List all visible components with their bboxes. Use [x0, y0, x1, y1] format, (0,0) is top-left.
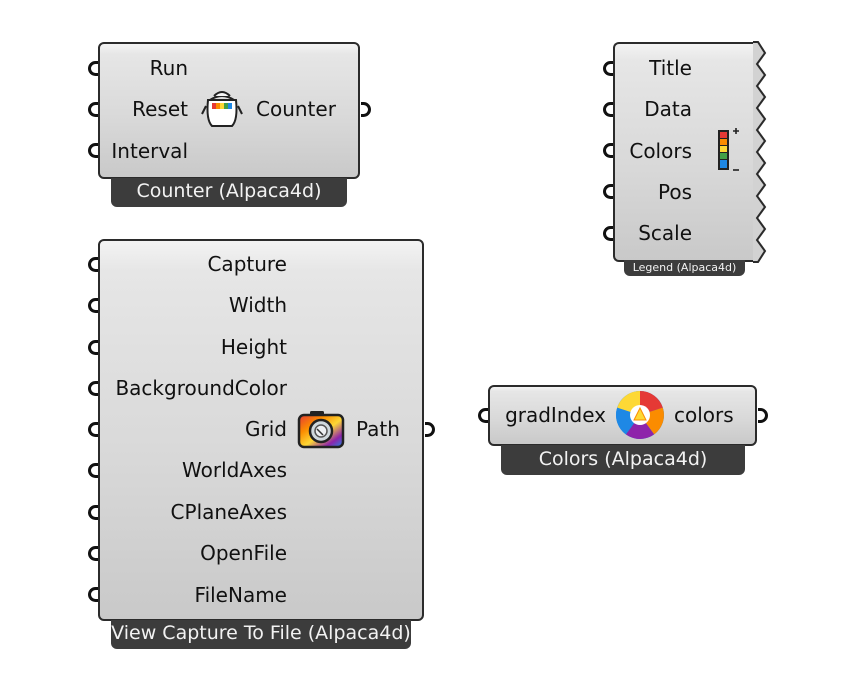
view-capture-input-grip-filename[interactable] [88, 587, 98, 602]
view-capture-input-height: Height [220, 335, 287, 359]
view-capture-output-path: Path [356, 417, 400, 441]
view-capture-input-width: Width [228, 293, 287, 317]
legend-input-scale: Scale [638, 221, 692, 245]
view-capture-input-grip-cplaneaxes[interactable] [88, 505, 98, 520]
counter-label: Counter (Alpaca4d) [111, 178, 347, 207]
view-capture-input-grip-capture[interactable] [88, 257, 98, 272]
view-capture-input-filename: FileName [194, 583, 287, 607]
legend-input-grip-data[interactable] [603, 102, 613, 117]
counter-input-grip-run[interactable] [88, 61, 98, 76]
view-capture-output-grip-path[interactable] [425, 422, 435, 437]
legend-jagged-edge [753, 41, 767, 263]
legend-input-pos: Pos [657, 180, 692, 204]
view-capture-input-backgroundcolor: BackgroundColor [115, 376, 287, 400]
legend-input-data: Data [644, 97, 692, 121]
legend-input-grip-colors[interactable] [603, 143, 613, 158]
color-wheel-icon [616, 391, 664, 439]
view-capture-input-grip-grid[interactable] [88, 422, 98, 437]
view-capture-input-grid: Grid [245, 417, 287, 441]
colors-output-colors: colors [674, 403, 734, 427]
counter-input-run: Run [149, 56, 188, 80]
view-capture-input-openfile: OpenFile [200, 541, 287, 565]
view-capture-body[interactable] [98, 239, 424, 621]
view-capture-input-grip-openfile[interactable] [88, 546, 98, 561]
legend-input-grip-pos[interactable] [603, 184, 613, 199]
view-capture-input-grip-worldaxes[interactable] [88, 463, 98, 478]
legend-input-colors: Colors [629, 139, 692, 163]
legend-body[interactable] [613, 42, 756, 262]
legend-input-grip-title[interactable] [603, 61, 613, 76]
counter-input-reset: Reset [132, 97, 188, 121]
colors-output-grip-colors[interactable] [758, 408, 768, 423]
view-capture-input-cplaneaxes: CPlaneAxes [170, 500, 287, 524]
color-legend-icon [718, 128, 739, 171]
camera-icon [297, 411, 345, 449]
view-capture-input-grip-backgroundcolor[interactable] [88, 381, 98, 396]
counter-input-grip-reset[interactable] [88, 102, 98, 117]
colors-input-grip-gradindex[interactable] [478, 408, 488, 423]
legend-input-grip-scale[interactable] [603, 226, 613, 241]
legend-input-title: Title [649, 56, 692, 80]
view-capture-input-worldaxes: WorldAxes [182, 458, 287, 482]
view-capture-label: View Capture To File (Alpaca4d) [111, 620, 411, 649]
view-capture-input-capture: Capture [207, 252, 287, 276]
colors-input-gradindex: gradIndex [505, 403, 606, 427]
counter-input-grip-interval[interactable] [88, 143, 98, 158]
counter-icon [201, 91, 243, 127]
legend-label: Legend (Alpaca4d) [624, 260, 745, 276]
counter-output-counter: Counter [256, 97, 336, 121]
view-capture-input-grip-width[interactable] [88, 298, 98, 313]
counter-output-grip-counter[interactable] [361, 102, 371, 117]
view-capture-input-grip-height[interactable] [88, 340, 98, 355]
counter-input-interval: Interval [111, 139, 188, 163]
colors-label: Colors (Alpaca4d) [501, 445, 745, 475]
